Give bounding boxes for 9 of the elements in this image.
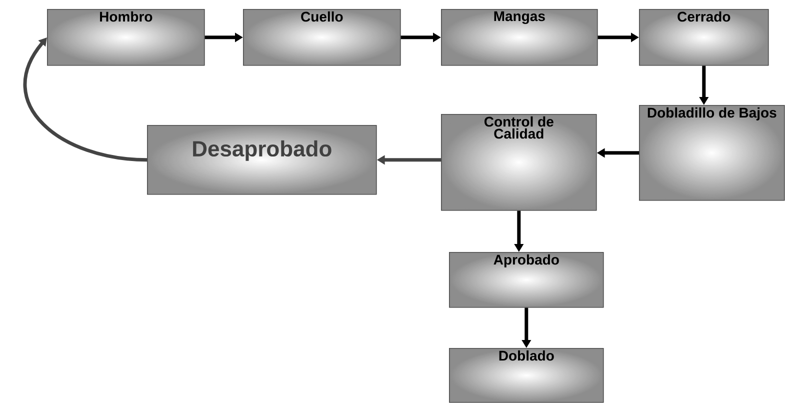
process-box: Hombro [47, 9, 205, 66]
process-box: Doblado [449, 348, 604, 403]
process-box: Desaprobado [147, 125, 377, 195]
process-box: Dobladillo de Bajos [639, 105, 785, 201]
process-box: Control de Calidad [441, 114, 597, 211]
process-box: Aprobado [449, 252, 604, 308]
process-box: Mangas [441, 9, 598, 66]
process-box: Cerrado [639, 9, 769, 66]
process-box: Cuello [243, 9, 401, 66]
